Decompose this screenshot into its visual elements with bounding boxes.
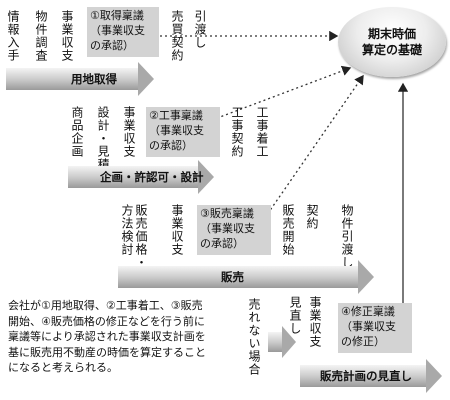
approval-1-line3: の承認） bbox=[90, 39, 134, 52]
task-construction-start: 工事着工 bbox=[255, 106, 269, 158]
note-line-1: 会社が①用地取得、②工事着工、③販売 bbox=[8, 299, 203, 312]
approval-3-title: ③販売稟議 bbox=[200, 207, 254, 220]
note-line-3: 稟議等により承認された事業収支計画を bbox=[8, 330, 206, 343]
approval-1-line2: （事業収支 bbox=[90, 24, 145, 37]
task-business-budget-3: 事業収支 bbox=[170, 204, 184, 256]
task-info-acquisition: 情報入手 bbox=[6, 10, 20, 62]
approval-2-line3: の承認） bbox=[149, 139, 193, 152]
approval-box-2: ②工事稟議 （事業収支 の承認） bbox=[146, 107, 220, 157]
task-handover-2: 物件引渡し bbox=[340, 204, 354, 269]
stage-label-review: 販売計画の見直し bbox=[320, 369, 412, 383]
explanatory-note: 会社が①用地取得、②工事着工、③販売 開始、④販売価格の修正などを行う前に 稟議… bbox=[8, 298, 238, 376]
note-line-2: 開始、④販売価格の修正などを行う前に bbox=[8, 314, 205, 328]
note-line-5: になると考えられる。 bbox=[8, 361, 118, 374]
approval-4-line3: の修正） bbox=[341, 335, 385, 348]
task-business-budget-4: 事業収支 bbox=[308, 296, 322, 348]
approval-4-line2: （事業収支 bbox=[341, 320, 396, 333]
stage-label-plan: 企画・許認可・設計 bbox=[100, 170, 204, 184]
task-property-survey: 物件調査 bbox=[34, 10, 48, 62]
approval-box-1: ①取得稟議 （事業収支 の承認） bbox=[87, 7, 159, 57]
task-handover-1: 引渡し bbox=[193, 10, 207, 49]
task-revision: 見直し bbox=[288, 296, 302, 335]
task-contract: 契約 bbox=[305, 204, 319, 230]
approval-2-title: ②工事稟議 bbox=[149, 109, 203, 122]
task-sales-price: 販売価格・ bbox=[134, 204, 148, 269]
goal-line-1: 期末時価 bbox=[367, 27, 416, 41]
task-product-planning: 商品企画 bbox=[70, 106, 84, 158]
approval-box-4: ④修正稟議 （事業収支 の修正） bbox=[338, 303, 412, 353]
stage-label-land: 用地取得 bbox=[71, 72, 117, 86]
task-sales-contract: 売買契約 bbox=[170, 10, 184, 62]
connector-3 bbox=[261, 74, 364, 223]
task-method-review: 方法検討 bbox=[120, 204, 134, 256]
task-construction-contract: 工事契約 bbox=[230, 106, 244, 158]
approval-1-title: ①取得稟議 bbox=[90, 9, 144, 22]
task-business-budget-2: 事業収支 bbox=[122, 106, 136, 158]
task-sales-start: 販売開始 bbox=[281, 204, 295, 256]
approval-4-title: ④修正稟議 bbox=[341, 305, 395, 318]
approval-box-3: ③販売稟議 （事業収支 の承認） bbox=[197, 205, 271, 255]
goal-oval: 期末時価 算定の基礎 bbox=[338, 7, 446, 77]
approval-3-line2: （事業収支 bbox=[200, 222, 255, 235]
approval-2-line2: （事業収支 bbox=[149, 124, 204, 137]
task-design-estimate: 設計・見積 bbox=[96, 106, 110, 171]
note-line-4: 基に販売用不動産の時価を算定すること bbox=[8, 345, 206, 359]
stage-label-sales: 販売 bbox=[221, 270, 244, 284]
task-unsold-case: 売れない場合 bbox=[247, 298, 261, 376]
goal-line-2: 算定の基礎 bbox=[361, 43, 422, 57]
approval-3-line3: の承認） bbox=[200, 237, 244, 250]
task-business-budget-1: 事業収支 bbox=[60, 10, 74, 62]
